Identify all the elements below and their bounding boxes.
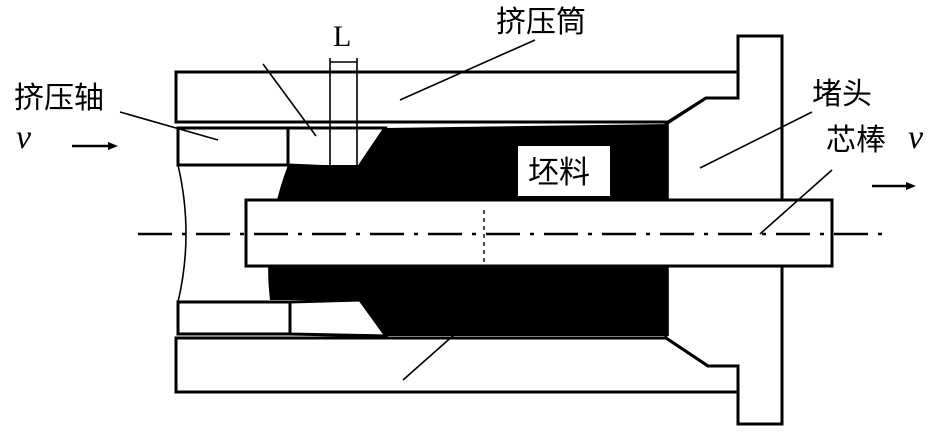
label-plug: 堵头 bbox=[812, 77, 872, 112]
arrow-right-icon bbox=[872, 182, 916, 190]
label-mandrel: 芯棒 bbox=[826, 123, 886, 158]
billet-label-box bbox=[518, 146, 610, 196]
leader-plug bbox=[699, 111, 813, 169]
leader-lower bbox=[402, 333, 456, 381]
leader-container bbox=[399, 39, 536, 101]
velocity-right-label: v bbox=[908, 119, 924, 156]
label-container: 挤压筒 bbox=[496, 5, 586, 40]
container-upper-wall bbox=[174, 70, 740, 124]
ram-lower-block bbox=[176, 300, 292, 336]
leader-mandrel bbox=[759, 169, 833, 235]
transition-lower bbox=[288, 298, 389, 338]
leader-ram bbox=[119, 111, 219, 141]
label-billet: 坯料 bbox=[528, 155, 590, 191]
arrow-left-icon bbox=[72, 142, 118, 150]
leader-upper-small bbox=[262, 63, 317, 137]
dimension-l-label: L bbox=[333, 20, 351, 53]
container-lower-wall bbox=[174, 336, 740, 394]
transition-upper bbox=[286, 126, 388, 170]
label-ram: 挤压轴 bbox=[14, 81, 104, 116]
velocity-left-label: v bbox=[16, 119, 32, 156]
plug-flange bbox=[664, 34, 784, 426]
